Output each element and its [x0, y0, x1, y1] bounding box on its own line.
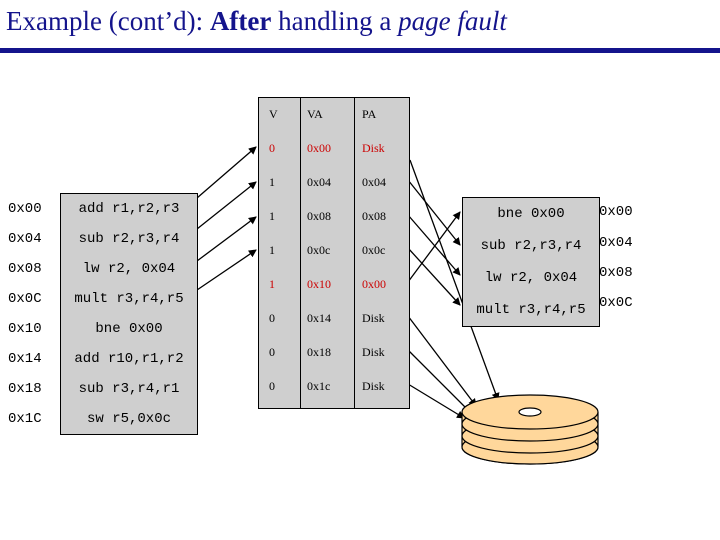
page-table-divider [300, 98, 301, 408]
page-table-pa: Disk [362, 141, 385, 155]
vm-instruction: sub r2,r3,r4 [78, 231, 180, 247]
page-table-header-va: VA [307, 107, 323, 121]
page-table: V VA PA 0 0x00 Disk 1 0x04 0x04 1 0x08 0… [258, 97, 410, 409]
pm-instruction: lw r2, 0x04 [484, 270, 578, 286]
page-table-pa: Disk [362, 311, 385, 325]
pagetable-to-pm-arrows [407, 179, 461, 306]
page-table-pa: 0x08 [362, 209, 386, 223]
page-table-valid: 0 [269, 379, 275, 393]
page-table-valid: 0 [269, 141, 275, 155]
pagetable-to-disk-arrows [407, 159, 500, 419]
title-middle: handling a [271, 6, 399, 36]
page-table-pa: 0x04 [362, 175, 386, 189]
vm-instruction: lw r2, 0x04 [82, 261, 176, 277]
vm-address: 0x0C [8, 291, 42, 307]
vm-address: 0x10 [8, 321, 42, 337]
arrow-pm-0c [407, 247, 461, 306]
page-table-header-v: V [269, 107, 278, 121]
page-table-pa: 0x00 [362, 277, 386, 291]
arrow-vm-2 [196, 216, 257, 262]
arrow-disk-18 [407, 349, 471, 413]
vm-instruction: sw r5,0x0c [86, 411, 171, 427]
page-table-pa: Disk [362, 379, 385, 393]
pm-address: 0x0C [599, 295, 633, 311]
pm-instruction: mult r3,r4,r5 [476, 302, 586, 318]
pm-instruction: bne 0x00 [497, 206, 565, 222]
arrow-pm-04 [407, 179, 461, 246]
title-prefix: Example (cont’d): [6, 6, 210, 36]
vm-address: 0x14 [8, 351, 42, 367]
vm-instruction: sub r3,r4,r1 [78, 381, 180, 397]
vm-address: 0x04 [8, 231, 42, 247]
vm-address: 0x00 [8, 201, 42, 217]
page-table-va: 0x1c [307, 379, 331, 393]
page-table-valid: 0 [269, 345, 275, 359]
arrow-disk-1c [407, 383, 465, 419]
page-table-divider [354, 98, 355, 408]
slide-title: Example (cont’d): After handling a page … [6, 6, 507, 37]
page-table-va: 0x04 [307, 175, 331, 189]
vm-address: 0x1C [8, 411, 42, 427]
vm-to-pagetable-arrows [196, 146, 257, 291]
arrow-pm-00 [407, 211, 461, 283]
page-table-va: 0x18 [307, 345, 331, 359]
page-table-header-pa: PA [362, 107, 377, 121]
page-table-valid: 1 [269, 175, 275, 189]
page-table-valid: 1 [269, 209, 275, 223]
title-bold: After [209, 6, 272, 36]
virtual-memory-box: add r1,r2,r3 sub r2,r3,r4 lw r2, 0x04 mu… [60, 193, 198, 435]
vm-instruction: bne 0x00 [95, 321, 163, 337]
page-table-va: 0x00 [307, 141, 331, 155]
page-table-valid: 0 [269, 311, 275, 325]
title-underline [0, 48, 720, 53]
vm-instruction: mult r3,r4,r5 [74, 291, 184, 307]
arrow-disk-14 [407, 315, 477, 407]
pm-address: 0x04 [599, 235, 633, 251]
arrow-vm-1 [196, 181, 257, 230]
page-table-valid: 1 [269, 277, 275, 291]
page-table-va: 0x14 [307, 311, 331, 325]
page-table-valid: 1 [269, 243, 275, 257]
arrow-pm-08 [407, 214, 461, 276]
arrow-vm-0 [196, 146, 257, 199]
disk-stack-icon [461, 394, 599, 465]
physical-memory-box: bne 0x00 sub r2,r3,r4 lw r2, 0x04 mult r… [462, 197, 600, 327]
vm-instruction: add r10,r1,r2 [74, 351, 184, 367]
page-table-va: 0x10 [307, 277, 331, 291]
pm-address: 0x08 [599, 265, 633, 281]
vm-address: 0x08 [8, 261, 42, 277]
pm-instruction: sub r2,r3,r4 [480, 238, 582, 254]
arrow-disk-00 [409, 159, 500, 401]
pm-address: 0x00 [599, 204, 633, 220]
page-table-va: 0x0c [307, 243, 331, 257]
vm-address: 0x18 [8, 381, 42, 397]
page-table-pa: Disk [362, 345, 385, 359]
page-table-pa: 0x0c [362, 243, 386, 257]
arrow-vm-3 [196, 249, 257, 291]
title-italic: page fault [398, 6, 507, 36]
vm-instruction: add r1,r2,r3 [78, 201, 180, 217]
page-table-va: 0x08 [307, 209, 331, 223]
